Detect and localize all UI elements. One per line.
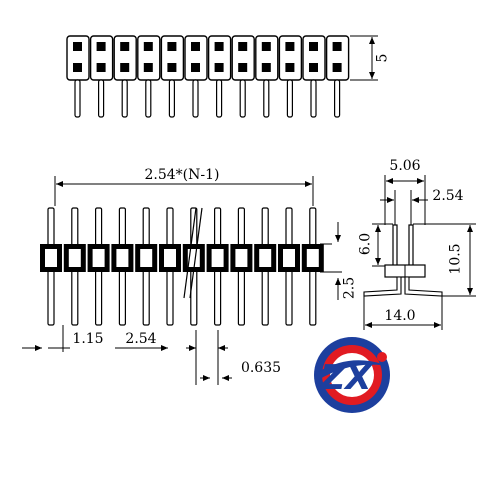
top-pin-leg bbox=[74, 79, 81, 118]
break-mark-2 bbox=[189, 207, 203, 299]
front-pin bbox=[159, 207, 181, 326]
front-view-pins bbox=[40, 207, 324, 326]
front-view: 2.54*(N-1) 1.15 2.54 0.635 2.5 bbox=[22, 167, 358, 385]
top-pin bbox=[302, 35, 326, 118]
top-pin-square-lower bbox=[96, 63, 106, 72]
front-pin bbox=[40, 207, 62, 326]
side-height-label: 10.5 bbox=[448, 243, 464, 274]
edge-label: 1.15 bbox=[72, 331, 103, 347]
top-pin-leg bbox=[263, 79, 270, 118]
side-pin-right bbox=[408, 224, 414, 268]
top-pin-square-lower bbox=[143, 63, 153, 72]
top-pin-square-lower bbox=[214, 63, 224, 72]
front-pin-window bbox=[187, 249, 200, 267]
side-pitch-label: 2.54 bbox=[432, 188, 463, 204]
top-pin-square-upper bbox=[167, 42, 177, 51]
front-pin bbox=[63, 207, 86, 326]
top-pin bbox=[137, 35, 161, 118]
top-pin-square-upper bbox=[332, 42, 342, 51]
top-pin bbox=[325, 35, 350, 118]
front-pin-window bbox=[116, 249, 129, 267]
top-pin-leg bbox=[168, 79, 175, 118]
side-length-label: 14.0 bbox=[384, 308, 415, 324]
front-pin bbox=[230, 207, 253, 326]
top-view-pins bbox=[66, 35, 350, 118]
side-width-label: 5.06 bbox=[389, 158, 420, 174]
top-pin bbox=[160, 35, 185, 118]
top-pin-square-upper bbox=[143, 42, 153, 51]
logo-dot bbox=[377, 352, 387, 362]
top-pin-square-upper bbox=[309, 42, 318, 51]
top-pin-square-lower bbox=[167, 63, 177, 72]
pin-width-label: 0.635 bbox=[241, 360, 281, 376]
zx-logo: ZX bbox=[314, 337, 390, 413]
side-leg-right bbox=[404, 276, 443, 297]
front-pin bbox=[254, 207, 277, 326]
top-pin-leg bbox=[310, 79, 317, 118]
tail-label: 2.5 bbox=[342, 277, 358, 299]
top-pin bbox=[255, 35, 279, 118]
front-pin bbox=[301, 207, 324, 326]
top-pin-square-upper bbox=[238, 42, 248, 51]
top-pin bbox=[207, 35, 232, 118]
top-view: 5 bbox=[66, 35, 391, 118]
top-pin-square-lower bbox=[191, 63, 200, 72]
top-pin bbox=[89, 35, 114, 118]
front-pin-window bbox=[235, 249, 248, 267]
front-pin-window bbox=[92, 249, 105, 267]
front-pin bbox=[87, 207, 110, 326]
top-pin-leg bbox=[334, 79, 341, 118]
top-pin-square-upper bbox=[261, 42, 271, 51]
top-pin-leg bbox=[216, 79, 223, 118]
front-pin-window bbox=[164, 249, 176, 267]
top-pin-leg bbox=[97, 79, 105, 118]
top-pin bbox=[184, 35, 208, 118]
top-pin bbox=[113, 35, 137, 118]
top-pin-square-lower bbox=[73, 63, 82, 72]
top-pin-square-lower bbox=[120, 63, 130, 72]
front-pin-window bbox=[140, 249, 153, 267]
top-pin-square-lower bbox=[309, 63, 318, 72]
front-pin bbox=[206, 207, 229, 326]
front-pin-window bbox=[306, 249, 319, 267]
top-pin-leg bbox=[286, 79, 293, 118]
top-pin-leg bbox=[121, 79, 128, 118]
front-pin bbox=[111, 207, 134, 326]
top-pin-square-lower bbox=[285, 63, 295, 72]
top-pin bbox=[231, 35, 255, 118]
top-pin-square-upper bbox=[96, 42, 106, 51]
front-pin-window bbox=[45, 249, 57, 267]
top-pin-square-lower bbox=[261, 63, 271, 72]
logo-letters: ZX bbox=[320, 358, 374, 398]
front-pin bbox=[135, 207, 158, 326]
top-pin bbox=[66, 35, 90, 118]
side-leg-left bbox=[363, 276, 402, 297]
front-pin-window bbox=[68, 249, 81, 267]
side-view: 5.06 2.54 6.0 10.5 14.0 bbox=[358, 158, 476, 330]
front-pin-window bbox=[259, 249, 272, 267]
top-pin-square-upper bbox=[285, 42, 295, 51]
top-pin-leg bbox=[145, 79, 152, 118]
top-pin-square-lower bbox=[238, 63, 248, 72]
top-pin-square-lower bbox=[332, 63, 342, 72]
top-pin-leg bbox=[192, 79, 199, 118]
logo-swoosh bbox=[318, 360, 388, 380]
side-upper-label: 6.0 bbox=[358, 233, 374, 255]
front-pin-window bbox=[283, 249, 295, 267]
top-pin-square-upper bbox=[191, 42, 200, 51]
side-pin-left bbox=[392, 224, 398, 268]
top-pin-leg bbox=[239, 79, 246, 118]
top-pin bbox=[278, 35, 303, 118]
span-label: 2.54*(N-1) bbox=[145, 167, 220, 183]
top-height-label: 5 bbox=[375, 54, 391, 63]
front-pin bbox=[278, 207, 300, 326]
top-pin-square-upper bbox=[120, 42, 130, 51]
pitch-label: 2.54 bbox=[125, 331, 156, 347]
break-mark-1 bbox=[183, 207, 197, 299]
top-pin-square-upper bbox=[73, 42, 82, 51]
front-pin-window bbox=[211, 249, 224, 267]
top-pin-square-upper bbox=[214, 42, 224, 51]
